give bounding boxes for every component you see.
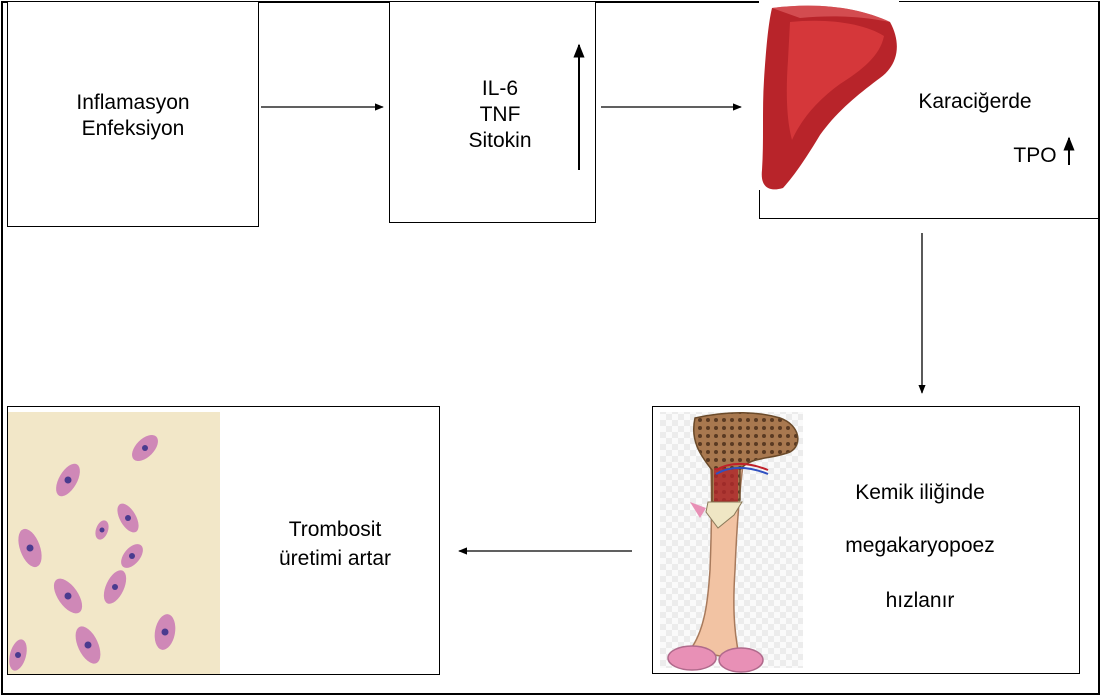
femur-bone-illustration bbox=[660, 412, 803, 672]
liver-illustration bbox=[759, 1, 899, 190]
platelet-smear-micrograph bbox=[6, 412, 220, 674]
